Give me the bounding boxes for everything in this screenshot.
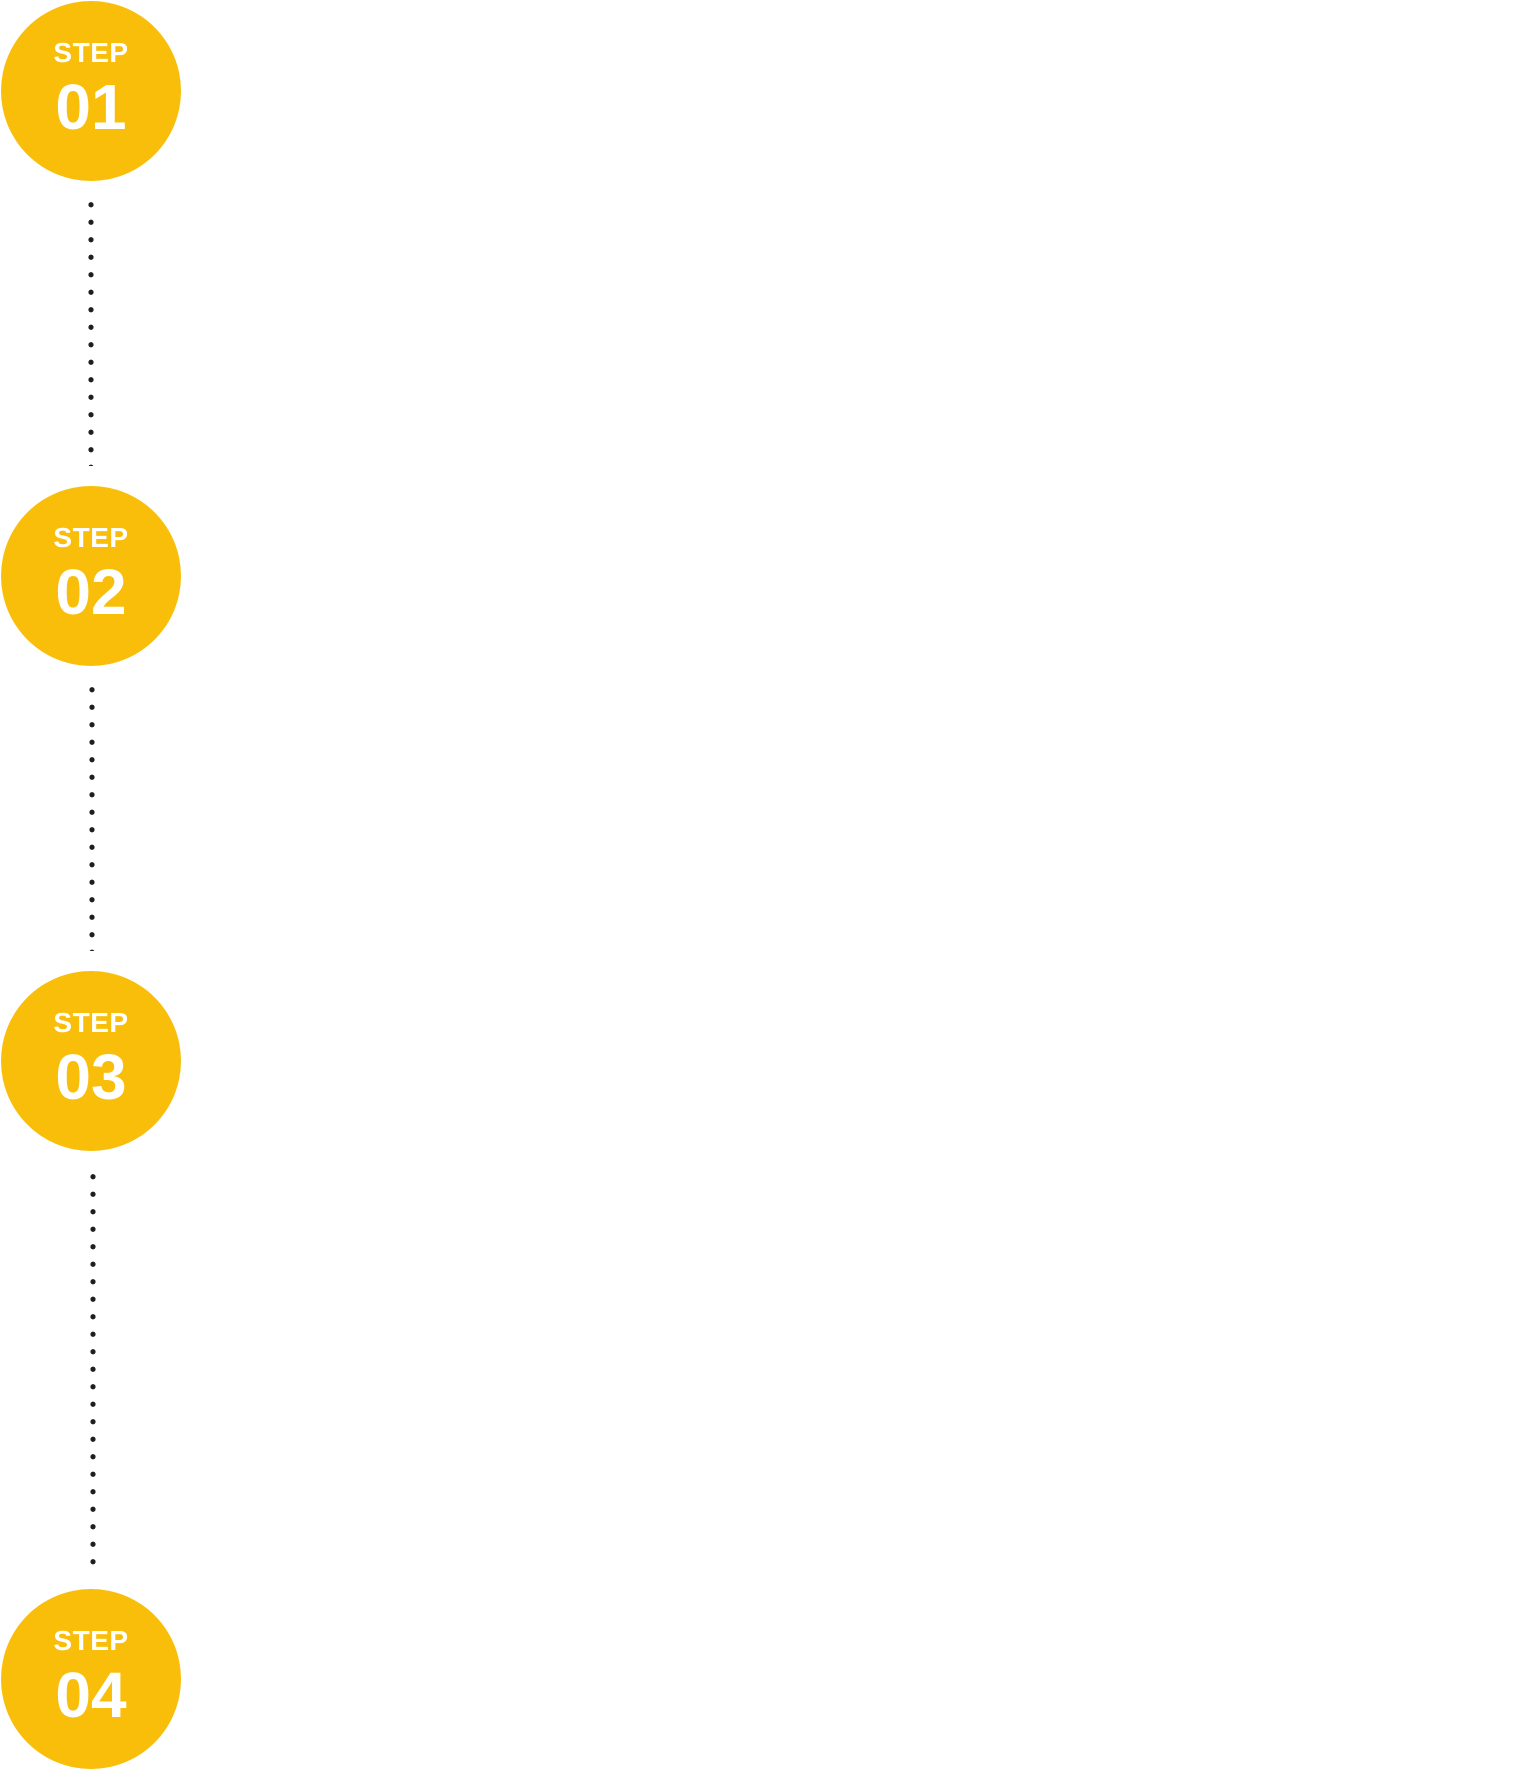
- step-circle-3: STEP 03: [1, 971, 181, 1151]
- step-circle-2: STEP 02: [1, 486, 181, 666]
- step-circle-4: STEP 04: [1, 1589, 181, 1769]
- step-number: 01: [55, 71, 127, 143]
- dotted-connector-1: [88, 196, 94, 466]
- step-label: STEP: [53, 1007, 129, 1038]
- step-label: STEP: [53, 1625, 129, 1656]
- step-number: 04: [55, 1659, 127, 1731]
- step-label: STEP: [53, 37, 129, 68]
- dotted-connector-3: [90, 1168, 96, 1570]
- step-label: STEP: [53, 522, 129, 553]
- step-number: 03: [55, 1041, 127, 1113]
- dotted-connector-2: [89, 681, 95, 951]
- step-number: 02: [55, 556, 127, 628]
- step-circle-1: STEP 01: [1, 1, 181, 181]
